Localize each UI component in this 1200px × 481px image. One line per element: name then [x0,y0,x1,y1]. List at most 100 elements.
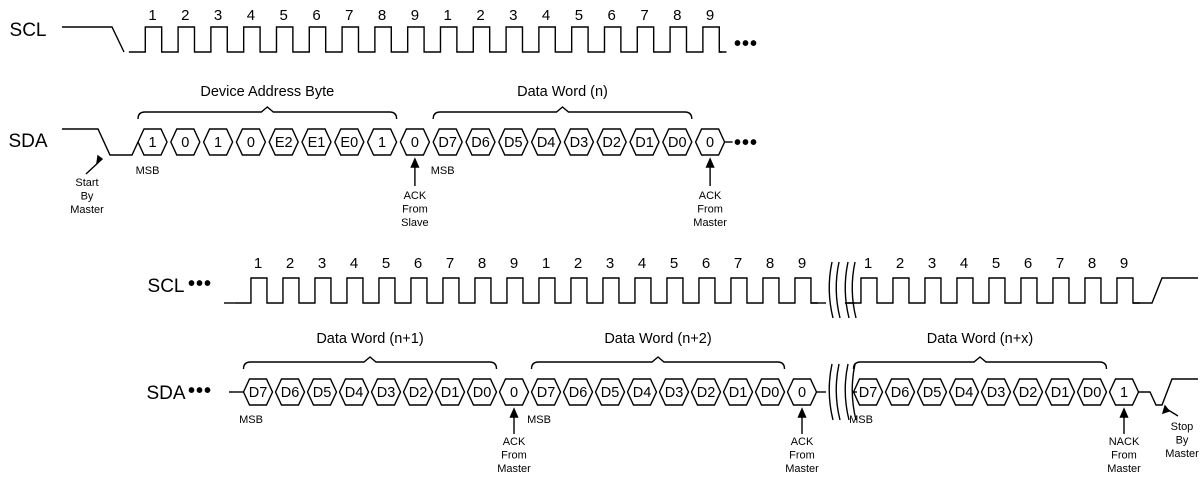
bottom-b-clock-number: 9 [1120,255,1128,272]
bottom-b-clock-number: 8 [1088,255,1096,272]
bottom-data2-bit: D6 [569,385,588,401]
bottom-a-clock-number: 7 [734,255,742,272]
bottom-nack-bit: 1 [1120,385,1128,401]
bottom-a-clock-number: 1 [542,255,550,272]
top-scl-continuation: ••• [734,33,758,55]
top-ack-master-note: Master [693,217,727,229]
bottom-data2-bit-cells [530,378,786,406]
top-address-bit: 1 [148,135,156,151]
bottom-ack1-arrow [509,407,519,418]
top-clock-number: 7 [345,7,353,24]
bottom-data1-bit: D2 [409,385,428,401]
bottom-data3-brace [852,356,1108,370]
bottom-ack2-note: ACK [791,436,814,448]
bottom-a-clock-number: 6 [414,255,422,272]
top-scl-idle [62,26,125,53]
top-sda-label: SDA [8,131,47,152]
top-data-bit: D3 [570,135,589,151]
bottom-scl-break2 [844,261,857,319]
top-data-brace [432,106,693,120]
bottom-data1-bit: D1 [441,385,460,401]
bottom-ack1-bit: 0 [510,385,518,401]
bottom-data3-bit: D1 [1051,385,1070,401]
top-data-bit: D6 [471,135,490,151]
top-clock-number: 9 [706,7,714,24]
bottom-a-clock-number: 6 [702,255,710,272]
bottom-b-clock-number: 2 [896,255,904,272]
bottom-data2-bit: D7 [537,385,556,401]
top-data-bit: D4 [537,135,556,151]
bottom-a-clock-number: 9 [510,255,518,272]
top-ack-master-note: ACK [699,190,722,202]
top-address-bit-cells [137,128,398,156]
bottom-a-clock-number: 3 [318,255,326,272]
top-data-msb-label: MSB [431,165,455,177]
top-address-group-label: Device Address Byte [200,84,334,100]
top-scl-waveform [128,26,727,53]
bottom-stop-note: Master [1165,448,1199,460]
bottom-a-clock-number: 7 [446,255,454,272]
top-ack-slave-arrow [410,157,420,168]
bottom-data2-brace [530,356,786,370]
bottom-nack-note: Master [1107,463,1141,475]
bottom-a-clock-number: 1 [254,255,262,272]
bottom-nack-note: From [1111,450,1137,462]
bottom-data1-msb-label: MSB [239,414,263,426]
bottom-sda-leading-dots: ••• [188,380,212,402]
bottom-a-clock-number: 8 [478,255,486,272]
bottom-data1-bit: D4 [345,385,364,401]
bottom-ack1-note: ACK [503,436,526,448]
top-address-bit: 0 [247,135,255,151]
bottom-a-clock-number: 9 [798,255,806,272]
bottom-b-clock-number: 4 [960,255,968,272]
bottom-ack1-note: Master [497,463,531,475]
bottom-sda-stop-waveform [1138,378,1198,406]
top-clock-number: 2 [476,7,484,24]
bottom-sda-label: SDA [146,383,185,404]
bottom-data2-bit: D0 [761,385,780,401]
top-clock-number: 6 [608,7,616,24]
bottom-data1-brace [242,356,498,370]
bottom-b-clock-number: 7 [1056,255,1064,272]
top-clock-number: 1 [148,7,156,24]
top-start-note: Master [70,204,104,216]
bottom-a-clock-number: 4 [350,255,358,272]
bottom-data2-bit: D3 [665,385,684,401]
top-clock-number: 7 [640,7,648,24]
bottom-data1-group-label: Data Word (n+1) [316,331,423,347]
bottom-stop-note: By [1176,435,1189,447]
bottom-data3-bit: D5 [923,385,942,401]
top-ack-slave-note: From [402,204,428,216]
bottom-data3-bit: D7 [859,385,878,401]
top-clock-number: 3 [509,7,517,24]
bottom-b-clock-number: 3 [928,255,936,272]
bottom-data3-bit: D2 [1019,385,1038,401]
top-clock-number: 4 [247,7,255,24]
top-sda-continuation: ••• [734,132,758,154]
bottom-a-clock-number: 8 [766,255,774,272]
top-clock-number: 2 [181,7,189,24]
top-data-bit: D0 [668,135,687,151]
bottom-ack2-bit: 0 [798,385,806,401]
top-sda-start [62,128,139,156]
bottom-data3-bit: D3 [987,385,1006,401]
bottom-data1-bit: D7 [249,385,268,401]
bottom-ack2-arrow [797,407,807,418]
bottom-a-clock-number: 2 [286,255,294,272]
top-clock-number: 3 [214,7,222,24]
bottom-stop-arrowhead [1161,404,1171,415]
bottom-ack2-note: Master [785,463,819,475]
bottom-scl-label: SCL [148,276,185,297]
bottom-nack-arrow [1119,407,1129,418]
bottom-scl-stop [1132,277,1198,304]
bottom-data3-bit: D4 [955,385,974,401]
bottom-data2-group-label: Data Word (n+2) [604,331,711,347]
top-address-bit: E2 [275,135,293,151]
bottom-data2-bit: D1 [729,385,748,401]
top-ack-slave-note: Slave [401,217,429,229]
top-clock-number: 4 [542,7,550,24]
top-clock-number: 8 [673,7,681,24]
top-address-brace [137,106,398,120]
top-scl-label: SCL [10,20,47,41]
